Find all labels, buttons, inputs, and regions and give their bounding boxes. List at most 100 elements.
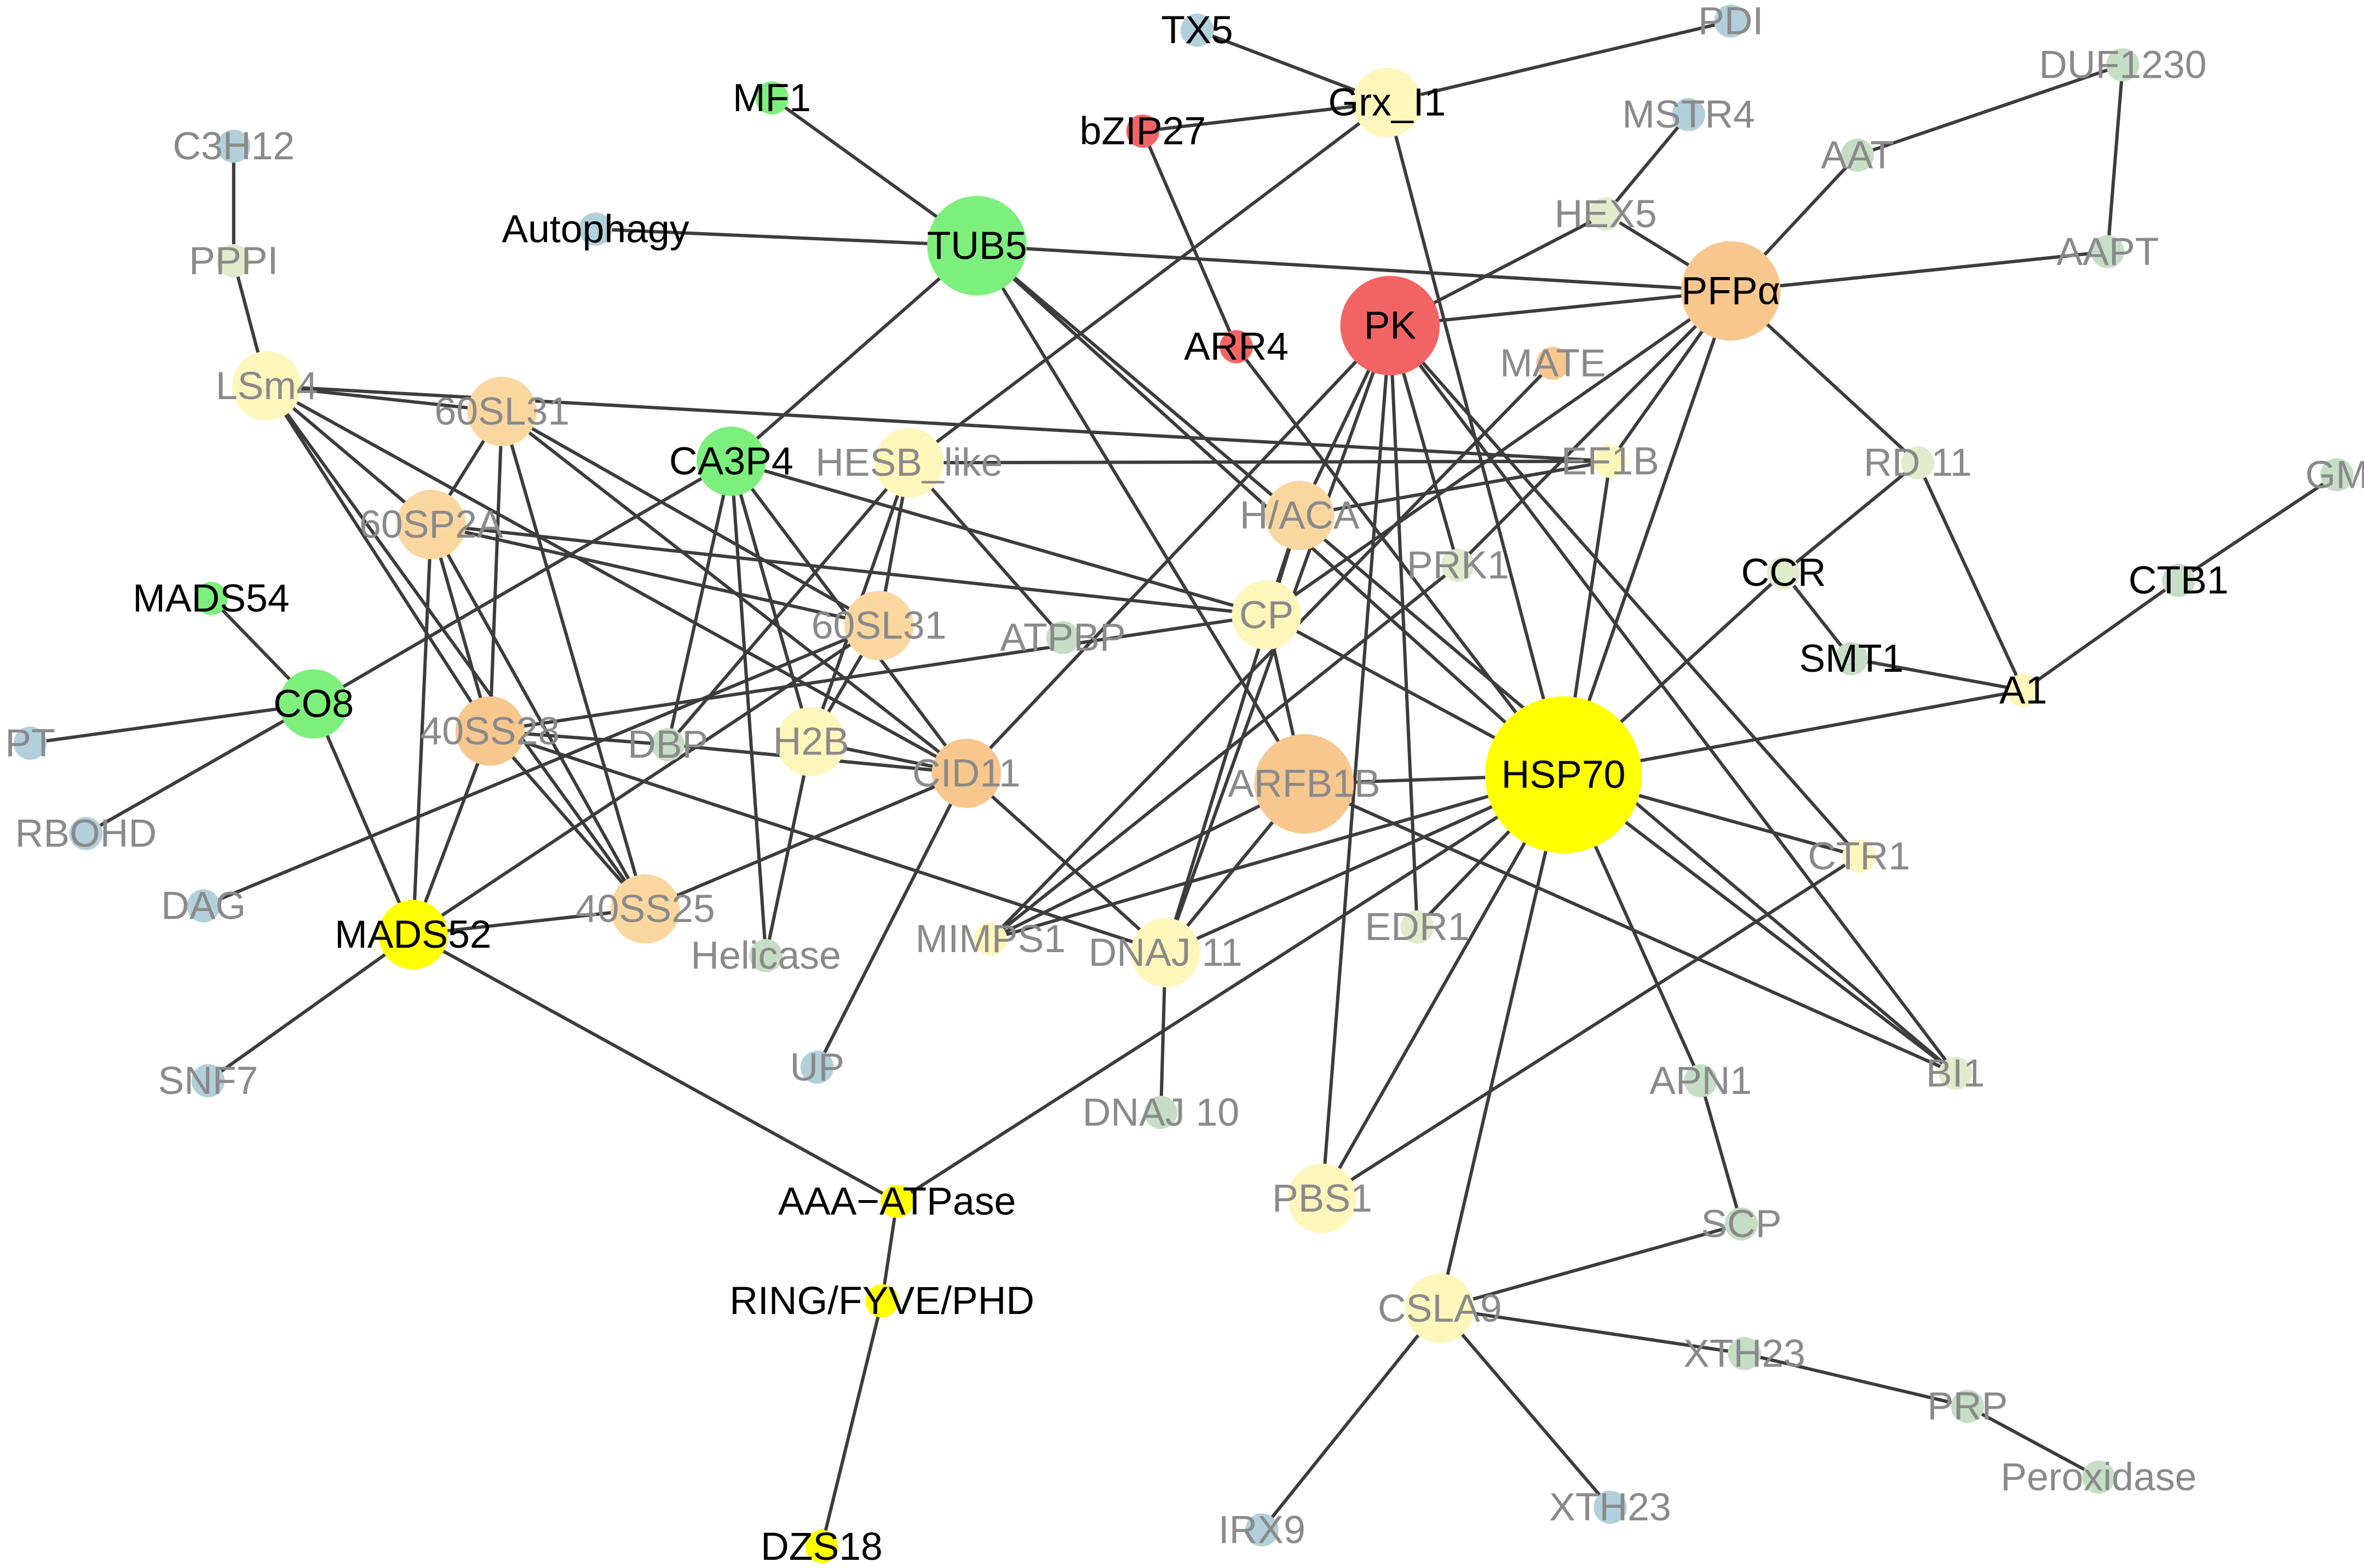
- edge-a1-ctb1: [2022, 579, 2180, 692]
- node-label-mimps1: MIMPS1: [916, 917, 1066, 961]
- edge-layer: [30, 19, 2338, 1547]
- node-label-gm: GM: [2305, 453, 2364, 497]
- node-label-ring: RING/FYVE/PHD: [729, 1279, 1034, 1323]
- edge-tub5-arfb1b: [975, 245, 1306, 785]
- edge-csla9-xth23b: [1438, 1307, 1612, 1509]
- node-label-c3h12: C3H12: [172, 124, 295, 168]
- node-dnaj11: [1130, 918, 1200, 988]
- node-label-hex5: HEX5: [1555, 192, 1657, 236]
- node-label-mf1: MF1: [733, 76, 811, 120]
- node-c3h12: [217, 129, 251, 163]
- node-label-autophagy: Autophagy: [502, 207, 689, 251]
- edge-pk-bi1: [1389, 324, 1957, 1075]
- node-scp: [1724, 1207, 1758, 1241]
- node-label-edr1: EDR1: [1365, 905, 1470, 949]
- node-label-hesb: HESB_like: [815, 441, 1003, 485]
- edge-pk-ctr1: [1389, 324, 1860, 857]
- edge-lsm4-60sp2a: [266, 384, 433, 526]
- edge-lsm4-cid11: [266, 384, 968, 775]
- node-label-lsm4: LSm4: [216, 364, 318, 408]
- node-tx5: [1180, 13, 1214, 47]
- edge-pfpa-hsp70: [1562, 290, 1733, 776]
- node-arfb1b: [1254, 734, 1354, 834]
- node-dbp: [651, 728, 685, 762]
- edge-grx_i1-hesb: [908, 101, 1388, 464]
- edge-aapt-pfpa: [1730, 250, 2108, 293]
- node-aat: [1840, 139, 1874, 172]
- node-label-ctr1: CTR1: [1808, 834, 1910, 878]
- node-label-arr4: ARR4: [1184, 325, 1289, 368]
- node-label-up: UP: [790, 1045, 844, 1089]
- node-pbs1: [1287, 1163, 1357, 1233]
- node-mate: [1536, 347, 1570, 380]
- node-bzip27: [1126, 114, 1160, 148]
- node-label-bi1: BI1: [1926, 1051, 1985, 1095]
- node-label-hsp70: HSP70: [1502, 753, 1626, 797]
- node-label-prp: PRP: [1927, 1385, 2008, 1428]
- node-label-helicase: Helicase: [691, 934, 841, 978]
- edge-cid11-40ss25: [645, 771, 967, 910]
- node-apn1: [1684, 1064, 1717, 1098]
- node-60sl31a: [467, 377, 537, 446]
- edge-tub5-bi1: [976, 244, 1957, 1075]
- node-mads52: [378, 900, 448, 970]
- node-mimps1: [974, 922, 1008, 956]
- node-label-a1: A1: [1999, 668, 2047, 712]
- edge-cid11-up: [815, 773, 968, 1068]
- edge-40ss28-mads52: [411, 730, 492, 936]
- edge-xth23a-prp: [1744, 1352, 1968, 1408]
- edge-arfb1b-bi1: [1303, 782, 1957, 1075]
- node-ctb1: [2162, 563, 2195, 597]
- node-label-prk1: PRK1: [1407, 543, 1509, 587]
- node-ca3p4: [696, 426, 766, 496]
- edge-ctr1-pbs1: [1321, 855, 1860, 1200]
- node-prk1: [1441, 549, 1475, 582]
- node-edr1: [1400, 910, 1434, 944]
- edge-pfpa-pk: [1390, 289, 1731, 327]
- node-co8: [279, 669, 348, 739]
- edge-csla9-irx9: [1261, 1307, 1441, 1531]
- node-mads54: [194, 581, 228, 615]
- node-label-rd11: RD 11: [1863, 441, 1972, 485]
- edge-ca3p4-helicase: [729, 461, 768, 956]
- node-label-60sl31a: 60SL31: [434, 390, 570, 434]
- node-helicase: [749, 939, 783, 972]
- node-label-mstr4: MSTR4: [1622, 93, 1755, 136]
- edge-ring-dzs18: [820, 1300, 884, 1547]
- edge-40ss28-dnaj11: [489, 729, 1166, 954]
- node-xth23a: [1728, 1337, 1761, 1370]
- node-lsm4: [232, 351, 302, 421]
- node-csla9: [1405, 1273, 1475, 1344]
- edge-tub5-ca3p4: [730, 244, 979, 463]
- edge-pfpa-prk1: [1457, 290, 1732, 567]
- node-label-ca3p4: CA3P4: [669, 439, 793, 483]
- edge-ca3p4-dbp: [666, 460, 733, 745]
- node-label-csla9: CSLA9: [1378, 1287, 1502, 1330]
- edge-60sp2a-40ss25: [429, 523, 647, 910]
- node-ctr1: [1842, 839, 1876, 873]
- edge-hsp70-csla9: [1438, 774, 1566, 1309]
- node-label-ccr: CCR: [1741, 551, 1826, 595]
- node-label-aapt: AAPT: [2056, 230, 2159, 274]
- edge-duf1230-aat: [1856, 63, 2124, 157]
- edge-60sl31a-60sl31b: [501, 410, 880, 627]
- node-label-dnaj10: DNAJ 10: [1083, 1091, 1239, 1134]
- node-pdi: [1714, 4, 1747, 38]
- node-label-dnaj11: DNAJ 11: [1089, 931, 1243, 975]
- node-pk: [1340, 275, 1440, 376]
- node-label-tub5: TUB5: [927, 224, 1027, 268]
- edge-aaa-ring: [880, 1201, 899, 1301]
- node-label-mads52: MADS52: [335, 913, 491, 956]
- node-smt1: [1834, 642, 1868, 676]
- node-cid11: [931, 739, 1002, 808]
- node-aaa: [880, 1185, 914, 1218]
- node-label-dzs18: DZS18: [761, 1525, 883, 1568]
- node-hex5: [1589, 197, 1623, 231]
- node-label-grx-i1: Grx_I1: [1328, 80, 1446, 124]
- node-label-smt1: SMT1: [1799, 637, 1903, 681]
- node-label-irx9: IRX9: [1218, 1508, 1305, 1552]
- node-haca: [1264, 481, 1335, 550]
- node-label-arfb1b: ARFB1B: [1228, 762, 1380, 806]
- node-40ss25: [611, 874, 680, 944]
